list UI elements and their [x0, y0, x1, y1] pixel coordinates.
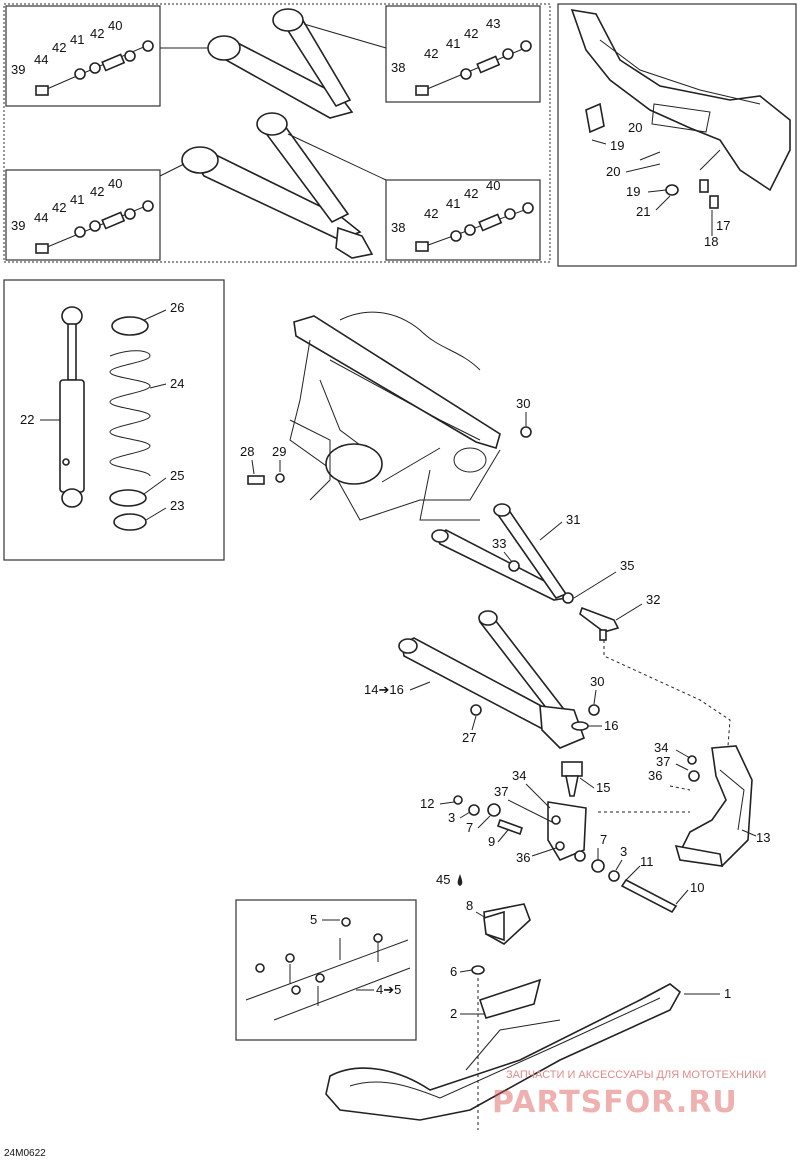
label-26: 26 [170, 300, 184, 315]
label-34: 34 [654, 740, 668, 755]
label-2: 2 [450, 1006, 457, 1021]
label-43: 43 [486, 16, 500, 31]
ski-runner-panel: 5 4➔5 [235, 899, 417, 1041]
label-34: 34 [512, 768, 526, 783]
bushing-kit-box-upper-left: 39 44 42 41 42 40 [5, 5, 161, 107]
label-31: 31 [566, 512, 580, 527]
bushing-kit-box-lower-left: 39 44 42 41 42 40 [5, 169, 161, 261]
bushing-kit-box-upper-right: 38 42 41 42 43 [385, 5, 541, 103]
bumper-mount-panel: 20 19 20 19 21 17 18 [557, 3, 797, 267]
label-8: 8 [466, 898, 473, 913]
label-37: 37 [656, 754, 670, 769]
label-3: 3 [448, 810, 455, 825]
upper-a-arm-illustration [160, 8, 387, 119]
panel-border [3, 279, 225, 561]
ski-leg: 34 37 36 13 [648, 740, 770, 867]
watermark-tagline: ЗАПЧАСТИ И АКСЕССУАРЫ ДЛЯ МОТОТЕХНИКИ [506, 1069, 766, 1081]
label-42: 42 [90, 26, 104, 41]
label-30: 30 [516, 396, 530, 411]
diagram-code: 24M0622 [4, 1148, 46, 1159]
shock-absorber-panel: 22 26 24 25 23 [3, 279, 225, 561]
label-24: 24 [170, 376, 184, 391]
a-arm-bushing-panel: 39 44 42 41 42 40 38 42 41 42 43 [3, 3, 551, 263]
panel-border [235, 899, 417, 1041]
label-42: 42 [464, 26, 478, 41]
label-4-5: 4➔5 [376, 982, 401, 997]
label-40: 40 [486, 178, 500, 193]
label-19: 19 [626, 184, 640, 199]
label-5: 5 [310, 912, 317, 927]
chassis-frame [289, 311, 501, 521]
label-18: 18 [704, 234, 718, 249]
label-23: 23 [170, 498, 184, 513]
label-37: 37 [494, 784, 508, 799]
label-42: 42 [424, 206, 438, 221]
label-33: 33 [492, 536, 506, 551]
label-29: 29 [272, 444, 286, 459]
label-40: 40 [108, 18, 122, 33]
bushing-kit-box-lower-right: 38 42 41 42 40 [385, 178, 541, 261]
label-39: 39 [11, 218, 25, 233]
panel-border [3, 3, 551, 263]
label-25: 25 [170, 468, 184, 483]
label-41: 41 [446, 196, 460, 211]
label-30: 30 [590, 674, 604, 689]
label-41: 41 [446, 36, 460, 51]
drop-icon [457, 874, 463, 886]
label-3: 3 [620, 844, 627, 859]
label-32: 32 [646, 592, 660, 607]
label-41: 41 [70, 192, 84, 207]
label-13: 13 [756, 830, 770, 845]
spindle-assembly: 12 3 7 9 34 37 36 7 3 11 10 45 [420, 768, 704, 914]
label-19: 19 [610, 138, 624, 153]
upper-a-arm: 31 33 [431, 503, 580, 601]
panel-border [557, 3, 797, 267]
lower-a-arm-illustration [159, 112, 387, 259]
label-6: 6 [450, 964, 457, 979]
label-40: 40 [108, 176, 122, 191]
label-42: 42 [424, 46, 438, 61]
label-36: 36 [648, 768, 662, 783]
label-44: 44 [34, 52, 48, 67]
label-42: 42 [52, 40, 66, 55]
coil-spring [109, 316, 151, 531]
label-10: 10 [690, 880, 704, 895]
label-38: 38 [391, 60, 405, 75]
label-12: 12 [420, 796, 434, 811]
label-14-16: 14➔16 [364, 682, 404, 697]
label-22: 22 [20, 412, 34, 427]
label-1: 1 [724, 986, 731, 1001]
ball-joint: 15 [561, 761, 610, 797]
tie-rod: 35 32 [562, 558, 731, 747]
label-11: 11 [640, 854, 654, 869]
label-21: 21 [636, 204, 650, 219]
label-35: 35 [620, 558, 634, 573]
watermark: ЗАПЧАСТИ И АКСЕССУАРЫ ДЛЯ МОТОТЕХНИКИ PA… [492, 1069, 766, 1120]
label-39: 39 [11, 62, 25, 77]
label-7: 7 [466, 820, 473, 835]
label-28: 28 [240, 444, 254, 459]
ski: 8 6 2 1 [325, 898, 731, 1130]
label-44: 44 [34, 210, 48, 225]
shock-absorber [59, 306, 85, 508]
label-42: 42 [52, 200, 66, 215]
label-20: 20 [628, 120, 642, 135]
label-9: 9 [488, 834, 495, 849]
label-42: 42 [464, 186, 478, 201]
watermark-logo: PARTSFOR.RU [492, 1085, 738, 1120]
label-17: 17 [716, 218, 730, 233]
label-20: 20 [606, 164, 620, 179]
label-15: 15 [596, 780, 610, 795]
label-41: 41 [70, 32, 84, 47]
label-7: 7 [600, 832, 607, 847]
lower-a-arm: 14➔16 30 27 16 [364, 610, 618, 749]
frame-fasteners: 28 29 30 [240, 396, 532, 485]
label-16: 16 [604, 718, 618, 733]
label-36: 36 [516, 850, 530, 865]
label-38: 38 [391, 220, 405, 235]
label-42: 42 [90, 184, 104, 199]
label-27: 27 [462, 730, 476, 745]
label-45: 45 [436, 872, 450, 887]
